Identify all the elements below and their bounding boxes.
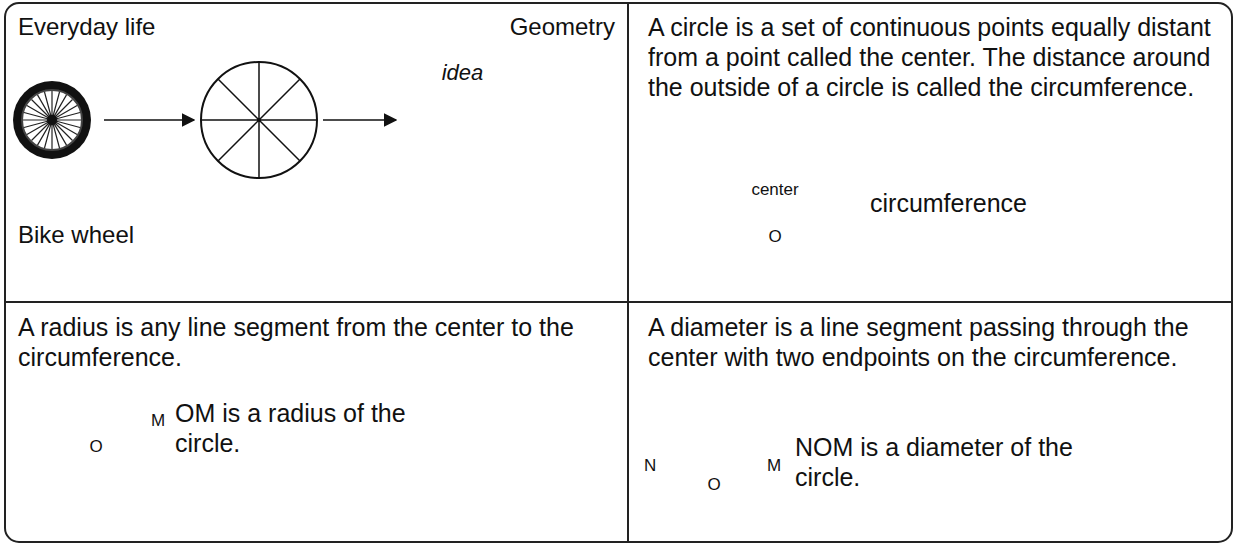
flow-arrow — [323, 119, 396, 121]
panel-heading: Everyday life — [18, 12, 155, 41]
circle-figure: O — [55, 385, 145, 475]
row-divider — [5, 301, 1232, 303]
point-label: M — [151, 411, 165, 431]
column-divider — [627, 3, 629, 542]
circle-outline — [201, 62, 317, 178]
callout-text: circumference — [870, 188, 1027, 218]
point-label: O — [717, 227, 833, 247]
bike-wheel — [13, 81, 91, 159]
wheel-hub — [47, 115, 57, 125]
panel-heading: Geometry — [400, 12, 615, 41]
point-label: O — [704, 475, 724, 495]
definition-text: A diameter is a line segment passing thr… — [648, 312, 1223, 372]
cloud-label: idea — [400, 60, 525, 86]
circle-outline — [673, 423, 763, 513]
definition-panel: centerOcircumferenceA circle is a set of… — [628, 3, 1232, 302]
definition-text: A circle is a set of continuous points e… — [648, 12, 1213, 102]
circle-figure: centerO — [717, 164, 833, 280]
wheel-tire — [13, 81, 91, 159]
wheel-spokes — [23, 91, 81, 149]
example-text: NOM is a diameter of the circle. — [795, 432, 1125, 492]
point-label: M — [767, 456, 781, 476]
wheel-rim — [22, 90, 82, 150]
flow-arrow — [104, 119, 194, 121]
picture-caption: Bike wheel — [18, 220, 134, 249]
concept-panel: idea Everyday life GeometryBike wheel — [5, 3, 628, 302]
point-label: center — [717, 180, 833, 200]
circle-figure: O — [673, 423, 763, 513]
definition-panel: O A radius is any line segment from the c… — [5, 302, 628, 542]
definition-text: A radius is any line segment from the ce… — [18, 312, 608, 372]
example-text: OM is a radius of the circle. — [175, 398, 450, 458]
outer-frame — [5, 3, 1232, 542]
idea-cloud: idea — [400, 34, 525, 129]
point-label: N — [644, 456, 656, 476]
definition-panel: O A diameter is a line segment passing th… — [628, 302, 1232, 542]
circle-spokes — [201, 62, 317, 178]
circle-outline — [55, 385, 145, 475]
spoked-circle — [201, 62, 317, 178]
point-label: O — [86, 437, 106, 457]
